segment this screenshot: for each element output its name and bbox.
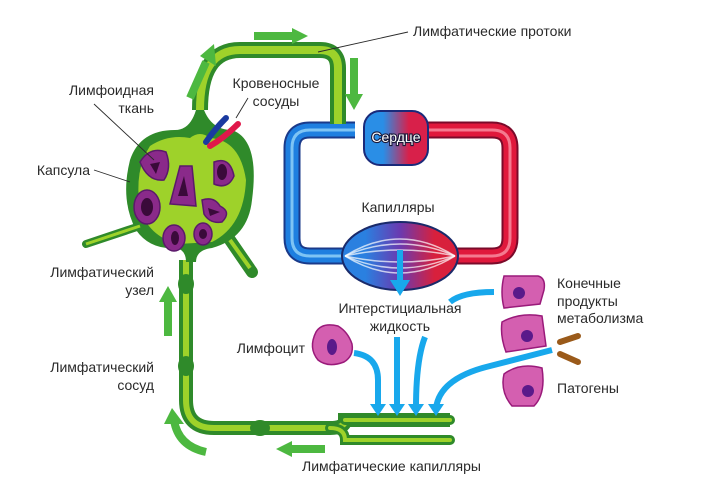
- leader-lymphoid-tissue: [93, 103, 155, 161]
- blood-circuit: Сердце Капилляры: [283, 110, 519, 296]
- label-blood-vessels-2: сосуды: [253, 93, 300, 109]
- arrow-curve-up: [170, 419, 208, 456]
- fluid-arrow: [413, 335, 428, 409]
- leader-capsule: [93, 169, 131, 183]
- label-lymph-ducts: Лимфатические протоки: [413, 23, 571, 39]
- label-interstitial-2: жидкость: [370, 318, 430, 334]
- label-lymph-vessel-1: Лимфатический: [50, 359, 154, 375]
- interstitial-flow-arrows: [353, 289, 553, 416]
- pathogen: [557, 351, 581, 365]
- blood-vessel-blue: [203, 115, 229, 145]
- label-lymph-capillaries: Лимфатические капилляры: [302, 458, 481, 474]
- label-lymphocyte: Лимфоцит: [237, 340, 306, 356]
- label-lymphoid-tissue-2: ткань: [118, 100, 154, 116]
- arrow-up-right: [186, 60, 210, 100]
- label-interstitial-1: Интерстициальная: [338, 300, 461, 316]
- lymph-capillaries: [325, 415, 455, 445]
- label-capsule: Капсула: [37, 162, 90, 178]
- tissue-cells: [311, 275, 581, 407]
- blood-vessel-red: [207, 121, 241, 149]
- cell: [502, 365, 544, 407]
- label-lymph-vessel-2: сосуд: [117, 377, 154, 393]
- fluid-arrow: [433, 347, 553, 409]
- heart-label: Сердце: [371, 129, 420, 145]
- lymph-node: [82, 110, 258, 278]
- label-metabolic-2: продукты: [557, 293, 618, 309]
- label-lymph-node-1: Лимфатический: [50, 264, 154, 280]
- valve: [178, 274, 194, 294]
- lymph-flow-arrows: [159, 28, 363, 457]
- vein-loop: [283, 121, 355, 265]
- label-metabolic-3: метаболизма: [557, 310, 644, 326]
- leader-blood-vessels: [235, 97, 249, 119]
- leader-lymph-ducts: [317, 31, 409, 53]
- label-lymph-node-2: узел: [125, 282, 154, 298]
- label-pathogens: Патогены: [557, 380, 619, 396]
- pathogen: [557, 333, 581, 345]
- label-lymphoid-tissue-1: Лимфоидная: [69, 82, 154, 98]
- label-metabolic-1: Конечные: [557, 275, 621, 291]
- fluid-arrow: [353, 350, 381, 408]
- heart: [363, 110, 429, 166]
- capillaries-label: Капилляры: [361, 199, 434, 215]
- valve: [178, 356, 194, 376]
- fluid-arrow: [448, 289, 495, 305]
- lymphatic-duct: [192, 42, 346, 124]
- label-blood-vessels-1: Кровеносные: [233, 75, 320, 91]
- valve: [250, 420, 270, 436]
